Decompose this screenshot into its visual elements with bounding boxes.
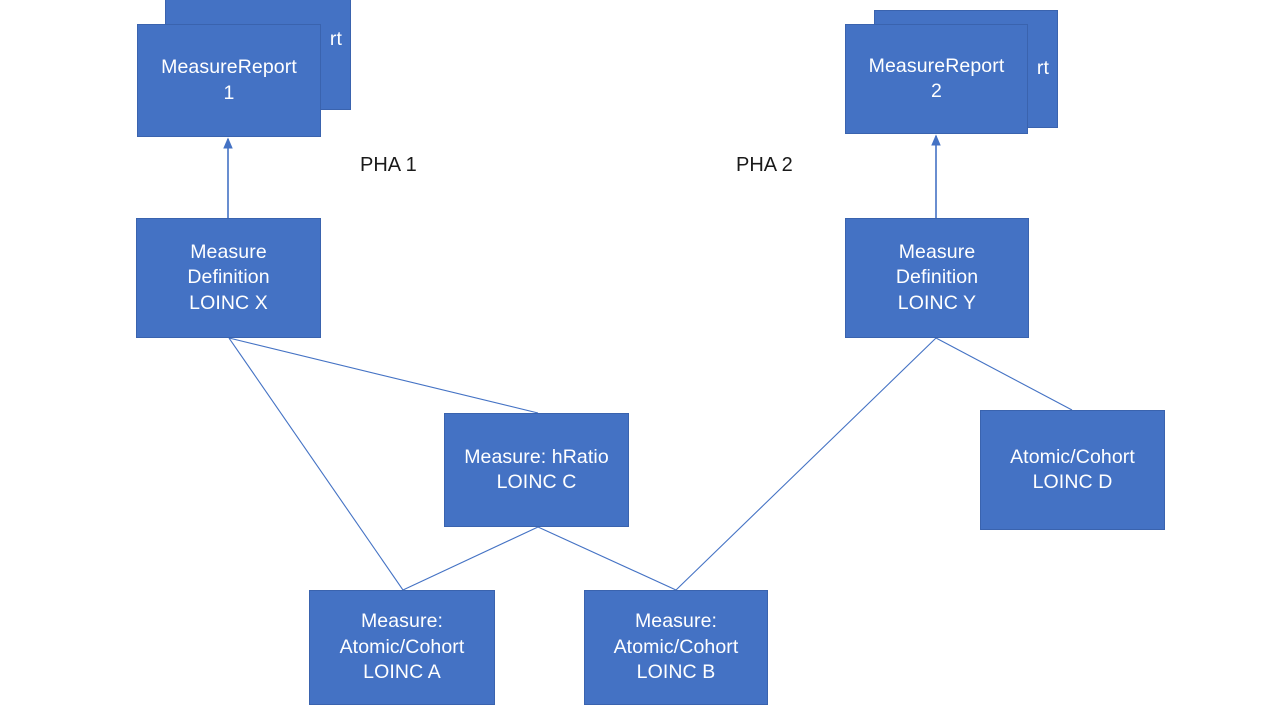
node-label: rt <box>329 28 342 51</box>
node-measure-report-2[interactable]: MeasureReport 2 <box>845 24 1028 134</box>
node-label: Measure: Atomic/Cohort LOINC B <box>613 610 739 684</box>
node-label: Measure: hRatio LOINC C <box>464 445 609 493</box>
edge-md-y-to-loinc-b <box>675 337 937 591</box>
node-label: Measure Definition LOINC Y <box>895 240 979 314</box>
node-label: Measure Definition LOINC X <box>187 240 270 314</box>
node-label: Measure: Atomic/Cohort LOINC A <box>339 610 465 684</box>
node-label: MeasureReport 2 <box>868 54 1005 102</box>
edge-md-x-to-hratio-c <box>228 337 539 414</box>
node-measure-atomic-cohort-loinc-a[interactable]: Measure: Atomic/Cohort LOINC A <box>309 590 495 705</box>
caption-pha-1: PHA 1 <box>360 154 417 176</box>
edge-hratio-c-to-loinc-b <box>537 526 677 591</box>
node-label: Atomic/Cohort LOINC D <box>1010 445 1135 493</box>
connector-lines <box>223 134 1073 591</box>
node-measure-atomic-cohort-loinc-b[interactable]: Measure: Atomic/Cohort LOINC B <box>584 590 768 705</box>
node-measure-report-1[interactable]: MeasureReport 1 <box>137 24 321 137</box>
edge-hratio-c-to-loinc-a <box>402 526 539 591</box>
node-measure-hratio-loinc-c[interactable]: Measure: hRatio LOINC C <box>444 413 629 527</box>
node-measure-definition-loinc-x[interactable]: Measure Definition LOINC X <box>136 218 321 338</box>
edge-md-y-to-loinc-d <box>935 337 1073 411</box>
edge-md-x-to-loinc-a <box>228 337 404 591</box>
node-measure-definition-loinc-y[interactable]: Measure Definition LOINC Y <box>845 218 1029 338</box>
caption-pha-2: PHA 2 <box>736 154 793 176</box>
node-label: MeasureReport 1 <box>161 56 297 104</box>
node-atomic-cohort-loinc-d[interactable]: Atomic/Cohort LOINC D <box>980 410 1165 530</box>
node-label: rt <box>1036 57 1049 80</box>
